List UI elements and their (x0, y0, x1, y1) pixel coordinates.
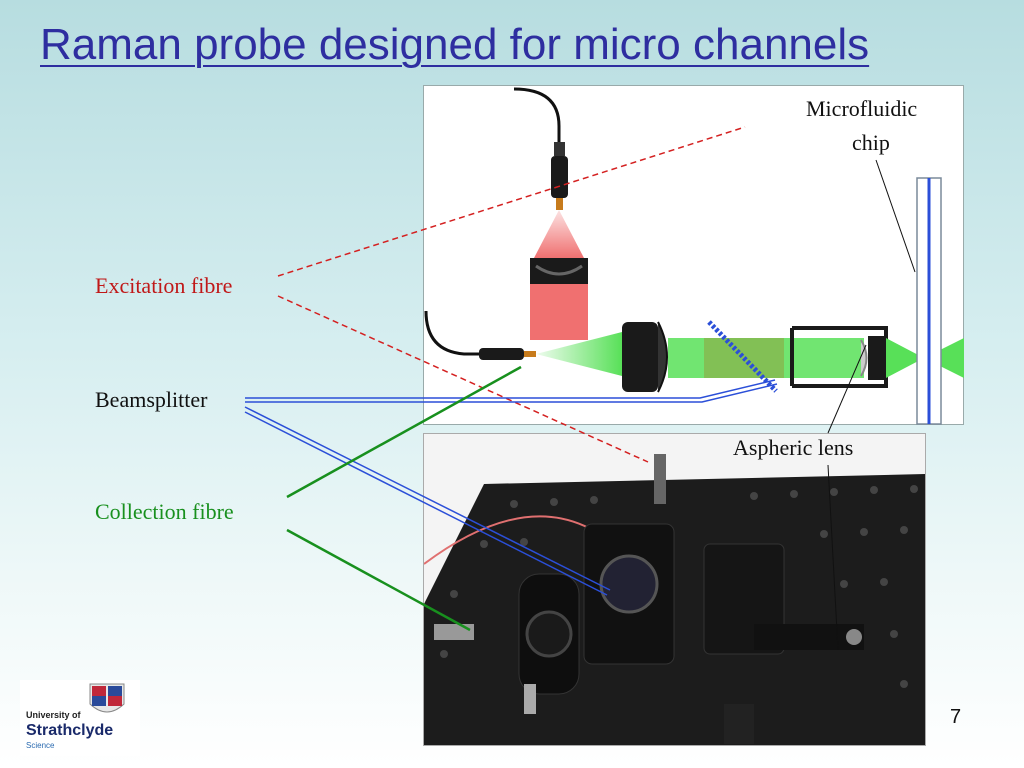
excitation-connector-body (551, 156, 568, 198)
beamsplitter-label: Beamsplitter (95, 387, 208, 412)
excitation-ferrule (556, 198, 563, 210)
focus-beam-in (886, 338, 924, 378)
optical-breadboard (424, 474, 925, 745)
setup-photo (423, 433, 926, 746)
collection-lens (622, 322, 658, 392)
focus-beam-out (924, 338, 964, 378)
collection-connector (479, 348, 524, 360)
excitation-connector (554, 142, 565, 156)
photo-drawing (424, 434, 925, 745)
logo-line3: Science (26, 741, 55, 750)
optical-schematic: Microfluidic chip (423, 85, 964, 425)
slide-title: Raman probe designed for micro channels (40, 20, 870, 69)
university-logo: University of Strathclyde Science (20, 680, 140, 756)
logo-line1: University of (26, 710, 82, 720)
excitation-fibre-label: Excitation fibre (95, 273, 233, 298)
collection-fibre-label: Collection fibre (95, 499, 234, 524)
fibre-connector-top (654, 454, 666, 504)
collection-ferrule (524, 351, 536, 357)
excitation-fibre-cable (513, 87, 561, 144)
strathclyde-crest-icon: University of Strathclyde Science (20, 680, 140, 756)
microfluidic-label-line1: Microfluidic (806, 96, 918, 121)
red-collimating-lens (530, 258, 588, 284)
aspheric-lens-label: Aspheric lens (733, 435, 854, 460)
logo-line2: Strathclyde (26, 722, 113, 739)
red-beam-cone (534, 210, 584, 258)
microfluidic-label-line2: chip (852, 130, 890, 155)
red-beam (530, 284, 588, 340)
aspheric-lens-element (860, 339, 868, 377)
aspheric-lens-tube (754, 624, 864, 650)
page-number: 7 (950, 706, 962, 728)
fibre-connector-left (434, 624, 474, 640)
collection-fibre-cable (424, 310, 479, 356)
